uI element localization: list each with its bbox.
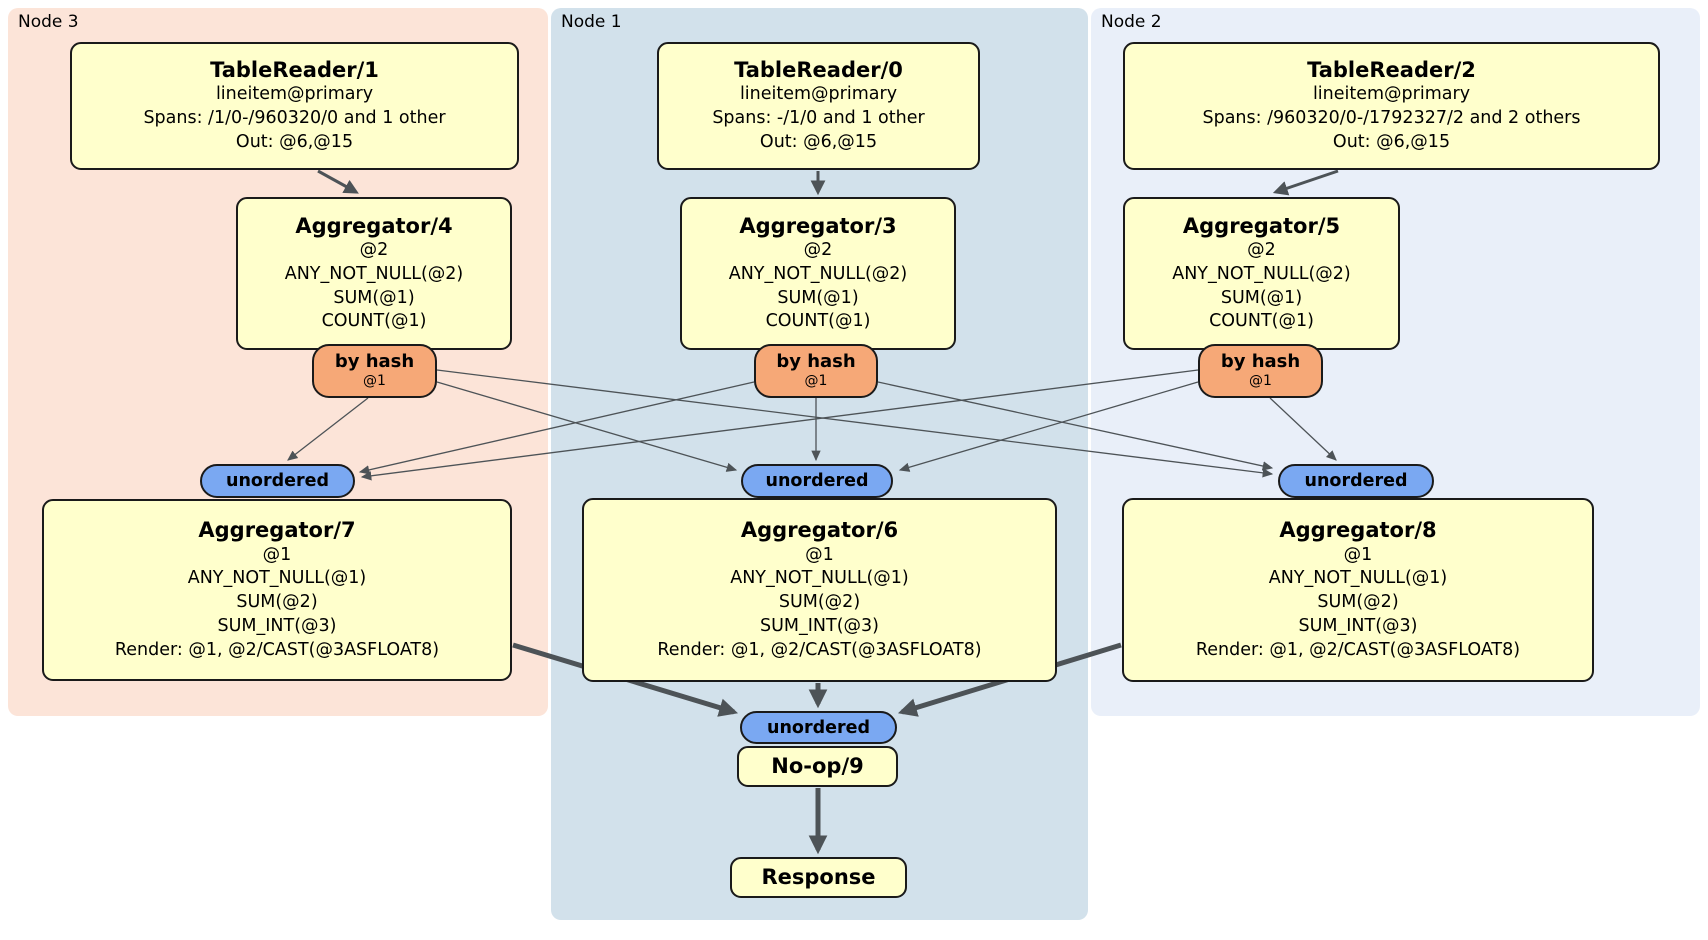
unordered-sync-node1: unordered (741, 464, 893, 498)
aggregator-7-box: Aggregator/7 @1 ANY_NOT_NULL(@1) SUM(@2)… (42, 499, 512, 681)
unordered-sync-node2-label: unordered (1304, 471, 1408, 491)
node3-panel-label: Node 3 (18, 12, 79, 32)
aggregator-8-render: Render: @1, @2/CAST(@3ASFLOAT8) (1195, 639, 1521, 660)
aggregator-8-fn2: SUM(@2) (1317, 592, 1399, 613)
tablereader-1-out: Out: @6,@15 (235, 132, 354, 153)
unordered-sync-node3: unordered (200, 464, 355, 498)
aggregator-6-box: Aggregator/6 @1 ANY_NOT_NULL(@1) SUM(@2)… (582, 498, 1057, 682)
aggregator-6-fn1: ANY_NOT_NULL(@1) (730, 568, 909, 589)
unordered-sync-node2: unordered (1278, 464, 1434, 498)
aggregator-8-fn3: SUM_INT(@3) (1298, 616, 1418, 637)
tablereader-1-box: TableReader/1 lineitem@primary Spans: /1… (70, 42, 519, 170)
noop-title: No-op/9 (771, 754, 864, 779)
hash-router-node2-detail: @1 (1249, 372, 1272, 389)
hash-router-node2: by hash @1 (1198, 344, 1323, 398)
aggregator-3-group: @2 (803, 240, 833, 261)
aggregator-6-render: Render: @1, @2/CAST(@3ASFLOAT8) (657, 639, 982, 660)
aggregator-6-fn3: SUM_INT(@3) (760, 616, 879, 637)
aggregator-8-fn1: ANY_NOT_NULL(@1) (1268, 568, 1448, 589)
aggregator-5-fn3: COUNT(@1) (1209, 311, 1314, 332)
aggregator-3-title: Aggregator/3 (739, 213, 897, 238)
aggregator-4-fn3: COUNT(@1) (321, 311, 427, 332)
tablereader-0-spans: Spans: -/1/0 and 1 other (712, 108, 925, 129)
aggregator-7-fn2: SUM(@2) (236, 592, 318, 613)
aggregator-3-box: Aggregator/3 @2 ANY_NOT_NULL(@2) SUM(@1)… (680, 197, 956, 350)
aggregator-7-render: Render: @1, @2/CAST(@3ASFLOAT8) (114, 639, 440, 660)
aggregator-5-title: Aggregator/5 (1182, 213, 1341, 238)
hash-router-node3: by hash @1 (312, 344, 437, 398)
hash-router-node3-label: by hash (334, 351, 415, 372)
aggregator-4-title: Aggregator/4 (295, 213, 453, 238)
unordered-sync-node1-label: unordered (765, 471, 869, 491)
tablereader-2-out: Out: @6,@15 (1332, 132, 1451, 153)
hash-router-node2-label: by hash (1220, 351, 1301, 372)
hash-router-node1-label: by hash (776, 351, 856, 372)
aggregator-3-fn2: SUM(@1) (777, 287, 859, 308)
aggregator-8-title: Aggregator/8 (1279, 518, 1437, 543)
aggregator-7-title: Aggregator/7 (198, 518, 356, 543)
aggregator-4-fn1: ANY_NOT_NULL(@2) (284, 263, 464, 284)
aggregator-4-fn2: SUM(@1) (333, 287, 415, 308)
aggregator-3-fn1: ANY_NOT_NULL(@2) (728, 263, 908, 284)
aggregator-5-fn1: ANY_NOT_NULL(@2) (1172, 263, 1351, 284)
unordered-sync-final-label: unordered (767, 717, 870, 738)
node2-panel-label: Node 2 (1101, 12, 1162, 32)
hash-router-node1-detail: @1 (804, 372, 828, 389)
aggregator-5-fn2: SUM(@1) (1220, 287, 1303, 308)
aggregator-7-fn3: SUM_INT(@3) (217, 616, 337, 637)
noop-box: No-op/9 (737, 746, 898, 787)
aggregator-8-box: Aggregator/8 @1 ANY_NOT_NULL(@1) SUM(@2)… (1122, 498, 1594, 682)
tablereader-2-title: TableReader/2 (1307, 58, 1476, 83)
aggregator-6-title: Aggregator/6 (740, 518, 899, 543)
tablereader-1-spans: Spans: /1/0-/960320/0 and 1 other (143, 108, 446, 129)
tablereader-0-out: Out: @6,@15 (759, 132, 878, 153)
hash-router-node1: by hash @1 (754, 344, 878, 398)
node1-panel-label: Node 1 (561, 12, 622, 32)
response-title: Response (761, 865, 876, 890)
tablereader-0-box: TableReader/0 lineitem@primary Spans: -/… (657, 42, 980, 170)
aggregator-4-box: Aggregator/4 @2 ANY_NOT_NULL(@2) SUM(@1)… (236, 197, 512, 350)
tablereader-1-index: lineitem@primary (215, 84, 374, 105)
aggregator-7-group: @1 (262, 544, 292, 565)
tablereader-0-index: lineitem@primary (739, 84, 898, 105)
unordered-sync-final: unordered (740, 711, 897, 744)
aggregator-5-group: @2 (1247, 240, 1276, 261)
tablereader-0-title: TableReader/0 (734, 58, 903, 83)
tablereader-2-index: lineitem@primary (1312, 84, 1471, 105)
aggregator-6-group: @1 (805, 544, 834, 565)
aggregator-3-fn3: COUNT(@1) (765, 311, 871, 332)
response-box: Response (730, 857, 907, 898)
unordered-sync-node3-label: unordered (226, 471, 329, 491)
aggregator-5-box: Aggregator/5 @2 ANY_NOT_NULL(@2) SUM(@1)… (1123, 197, 1400, 350)
tablereader-2-box: TableReader/2 lineitem@primary Spans: /9… (1123, 42, 1660, 170)
aggregator-6-fn2: SUM(@2) (778, 592, 861, 613)
tablereader-2-spans: Spans: /960320/0-/1792327/2 and 2 others (1202, 108, 1581, 129)
hash-router-node3-detail: @1 (363, 372, 386, 389)
aggregator-4-group: @2 (359, 240, 389, 261)
tablereader-1-title: TableReader/1 (210, 58, 379, 83)
aggregator-7-fn1: ANY_NOT_NULL(@1) (187, 568, 367, 589)
aggregator-8-group: @1 (1343, 544, 1373, 565)
